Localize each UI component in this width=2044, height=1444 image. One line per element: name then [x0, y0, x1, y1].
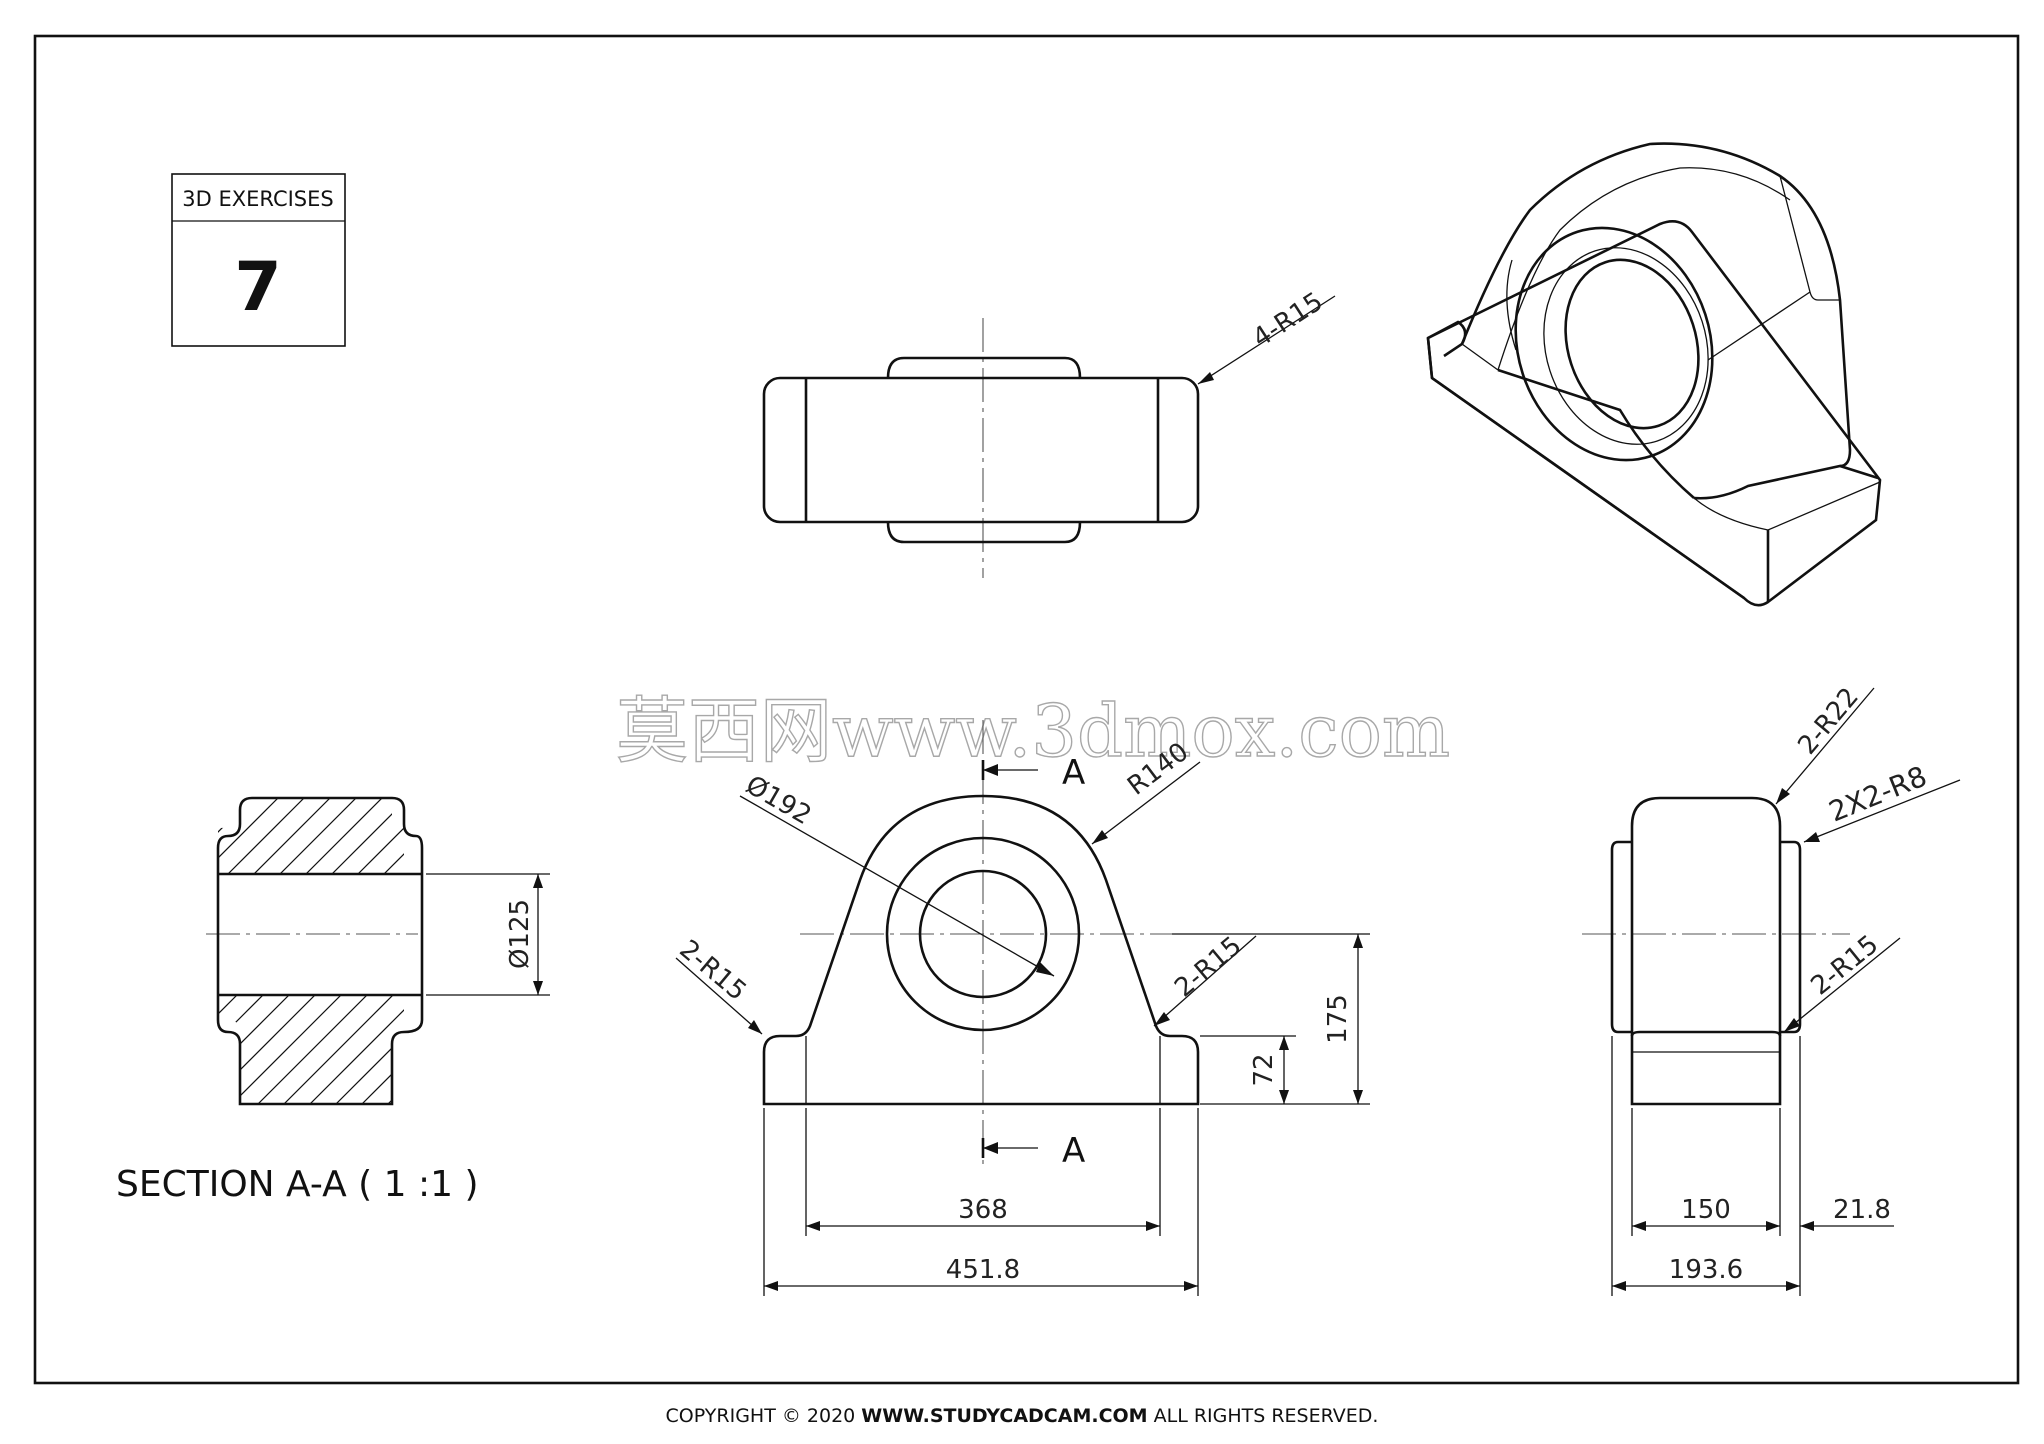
dim-width-451: 451.8	[946, 1255, 1020, 1285]
hatch-line	[218, 798, 404, 874]
hatch-line	[606, 780, 946, 1120]
hatch-line	[606, 780, 946, 1120]
dim-side-193: 193.6	[1669, 1255, 1743, 1285]
hatch-line	[218, 798, 401, 874]
hatch-line	[218, 995, 323, 1104]
hatch-line	[218, 798, 349, 874]
front-view: A A Ø192 R140 2-R15 2-R15 72 175	[674, 720, 1370, 1296]
hatch-line	[293, 995, 404, 1104]
section-mark-top: A	[1062, 753, 1085, 793]
hatch-line	[502, 780, 842, 1120]
hatch-line	[218, 798, 245, 874]
hatch-line	[424, 780, 764, 1120]
hatch-line	[218, 798, 375, 874]
hatch-line	[684, 780, 1024, 1120]
hatch-line	[218, 995, 404, 1104]
hatch-line	[241, 995, 404, 1104]
hatch-line	[0, 780, 192, 1120]
hatch-line	[218, 995, 245, 1104]
side-view: 2-R22 2X2-R8 2-R15 150 21.8 193.6	[1582, 682, 1961, 1296]
dim-side-150: 150	[1681, 1195, 1731, 1225]
exercise-header: 3D EXERCISES	[182, 187, 333, 211]
dim-width-368: 368	[958, 1195, 1008, 1225]
copyright-prefix: COPYRIGHT © 2020	[666, 1405, 862, 1427]
hatch-line	[218, 995, 404, 1104]
hatch-line	[218, 798, 271, 874]
dim-side-r22: 2-R22	[1792, 682, 1865, 760]
copyright-site: WWW.STUDYCADCAM.COM	[861, 1405, 1147, 1427]
dim-side-21: 21.8	[1833, 1195, 1891, 1225]
hatch-line	[424, 780, 764, 1120]
hatch-line	[218, 995, 297, 1104]
hatch-line	[502, 780, 842, 1120]
hatch-line	[554, 780, 894, 1120]
top-view: 4-R15	[762, 287, 1336, 578]
hatch-line	[450, 780, 790, 1120]
dim-bore-dia: Ø192	[741, 770, 817, 831]
hatch-line	[580, 780, 920, 1120]
hatch-line	[319, 995, 404, 1104]
hatch-line	[0, 780, 166, 1120]
dim-front-left-fillet: 2-R15	[674, 934, 752, 1007]
hatch-line	[0, 780, 166, 1120]
hatch-line	[218, 798, 404, 874]
dim-height-175: 175	[1323, 994, 1353, 1044]
sheet-border	[33, 34, 2020, 1385]
hatch-line	[554, 780, 894, 1120]
hatch-line	[218, 995, 404, 1104]
hatch-line	[218, 798, 323, 874]
hatch-line	[218, 798, 404, 874]
hatch-line	[218, 798, 219, 874]
section-view: Ø125 SECTION A-A ( 1 :1 )	[0, 780, 1024, 1205]
dim-side-r15: 2-R15	[1806, 930, 1885, 1002]
hatch-line	[580, 780, 920, 1120]
exercise-box: 3D EXERCISES 7	[171, 173, 346, 347]
hatch-line	[0, 780, 192, 1120]
hatch-line	[218, 995, 404, 1104]
dim-height-72: 72	[1249, 1053, 1279, 1086]
hatch-line	[450, 780, 790, 1120]
section-mark-bottom: A	[1062, 1131, 1085, 1171]
watermark: 莫西网www.3dmox.com	[616, 689, 1450, 773]
section-title: SECTION A-A ( 1 :1 )	[116, 1164, 479, 1205]
hatch-line	[218, 995, 271, 1104]
copyright-line: COPYRIGHT © 2020 WWW.STUDYCADCAM.COM ALL…	[666, 1405, 1379, 1427]
dim-top-corner: 4-R15	[1247, 287, 1328, 354]
hatch-line	[0, 780, 140, 1120]
hatch-line	[218, 798, 297, 874]
exercise-number: 7	[234, 248, 281, 327]
dim-side-chamfer: 2X2-R8	[1824, 760, 1931, 829]
hatch-line	[218, 995, 219, 1104]
hatch-line	[684, 780, 1024, 1120]
dim-front-right-fillet: 2-R15	[1169, 931, 1247, 1004]
copyright-suffix: ALL RIGHTS RESERVED.	[1148, 1405, 1379, 1427]
hatch-line	[218, 798, 404, 874]
hatch-line	[267, 995, 404, 1104]
isometric-view	[1426, 142, 1882, 607]
hatch-line	[0, 780, 140, 1120]
dim-section-bore: Ø125	[505, 899, 535, 969]
